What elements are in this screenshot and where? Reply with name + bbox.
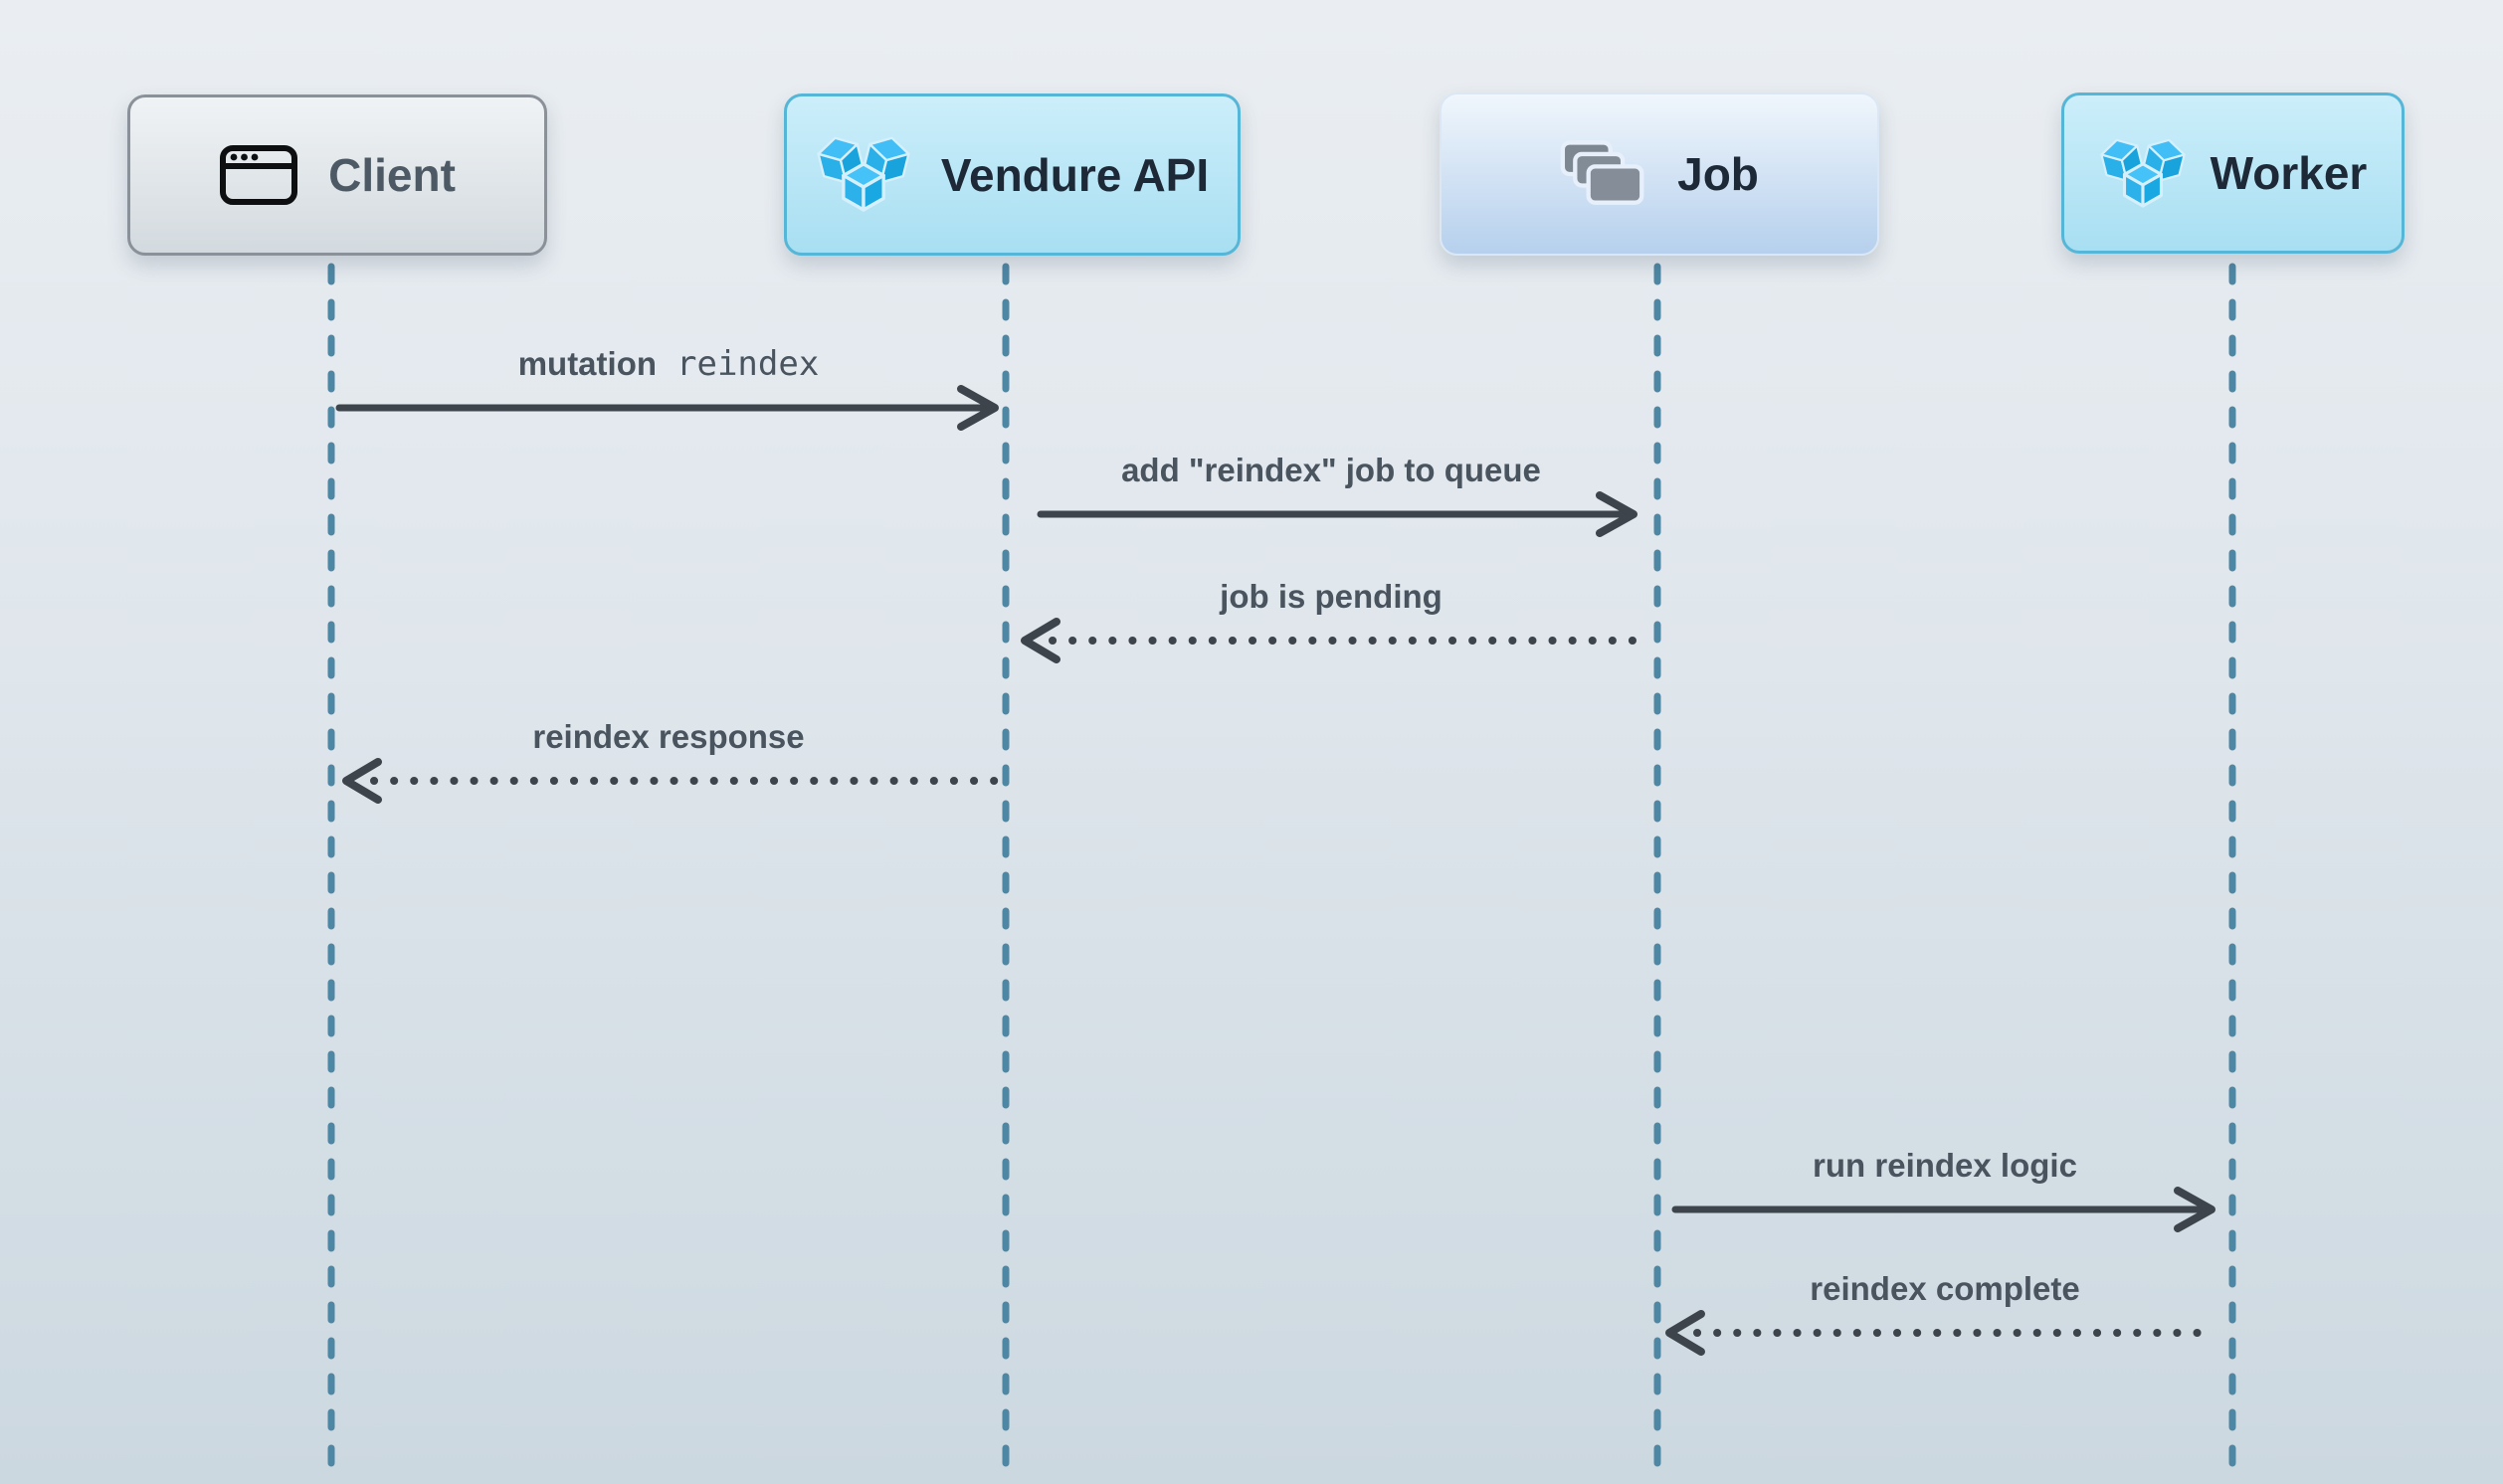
participant-vendure-api: Vendure API: [784, 93, 1241, 256]
message-label-mutation-reindex: mutation reindex: [518, 344, 820, 384]
participant-label-vendure-api: Vendure API: [940, 148, 1210, 201]
arrow-add-reindex-job: [1037, 491, 1637, 537]
participant-label-worker: Worker: [2210, 147, 2368, 199]
stacked-cards-icon: [1560, 140, 1644, 205]
message-text: reindex response: [532, 718, 805, 755]
participant-worker: Worker: [2061, 93, 2405, 254]
participant-label-job: Job: [1677, 148, 1759, 200]
message-label-job-is-pending: job is pending: [1220, 578, 1443, 616]
message-label-add-reindex-job: add "reindex" job to queue: [1121, 452, 1541, 489]
arrow-mutation-reindex: [335, 385, 999, 431]
message-label-run-reindex-logic: run reindex logic: [1813, 1147, 2077, 1185]
message-text: add "reindex" job to queue: [1121, 452, 1541, 488]
message-code-text: reindex: [676, 344, 820, 384]
vendure-logo-icon: [2099, 138, 2186, 208]
arrow-reindex-complete: [1665, 1310, 2205, 1356]
participant-client: Client: [127, 94, 547, 256]
message-label-reindex-response: reindex response: [532, 718, 804, 756]
participant-job: Job: [1440, 93, 1879, 256]
message-text: run reindex logic: [1813, 1147, 2077, 1184]
message-text: reindex complete: [1810, 1270, 2080, 1307]
browser-window-icon: [220, 145, 298, 205]
message-label-reindex-complete: reindex complete: [1810, 1270, 2079, 1308]
arrow-job-is-pending: [1021, 618, 1647, 663]
arrow-run-reindex-logic: [1671, 1187, 2215, 1232]
arrow-reindex-response: [342, 758, 1005, 804]
participant-label-client: Client: [328, 149, 456, 201]
vendure-logo-icon: [817, 136, 910, 212]
message-text: job is pending: [1220, 578, 1443, 615]
message-text: mutation: [517, 345, 658, 382]
